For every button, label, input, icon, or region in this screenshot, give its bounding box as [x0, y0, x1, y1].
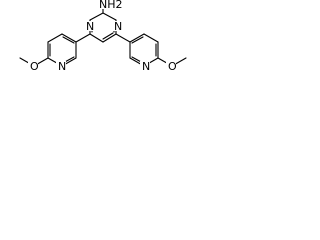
pyrimidine-n-right-background [112, 21, 122, 31]
methoxy-left-o: O [30, 60, 39, 73]
bond [89, 12, 104, 21]
amine-label: NH2 [99, 0, 123, 11]
atom-label-layer: NH2 N N N N O O [28, 0, 177, 73]
pyridine-left-n: N [58, 60, 66, 73]
pyridine-right-n: N [142, 60, 150, 73]
bond [143, 33, 159, 43]
bond [102, 12, 117, 21]
bond [62, 36, 75, 44]
bond [115, 33, 131, 43]
methoxy-right-o: O [168, 60, 177, 73]
amine-label-background [96, 0, 118, 9]
pyridine-left-n-background [56, 61, 66, 71]
bond [102, 33, 117, 43]
bond [102, 32, 114, 40]
bond [131, 36, 144, 44]
bond [61, 33, 77, 43]
bond [75, 33, 91, 43]
bond [89, 33, 104, 43]
methoxy-right-o-background [166, 61, 176, 71]
bond [47, 33, 63, 43]
pyrimidine-n-right: N [114, 20, 122, 33]
pyrimidine-n-left: N [86, 20, 94, 33]
bond-layer [19, 4, 187, 67]
methoxy-left-o-background [28, 61, 38, 71]
pyrimidine-n-left-background [84, 21, 94, 31]
bond [129, 33, 145, 43]
chemical-structure-diagram: NH2 N N N N O O [19, 0, 187, 73]
pyridine-right-n-background [140, 61, 150, 71]
